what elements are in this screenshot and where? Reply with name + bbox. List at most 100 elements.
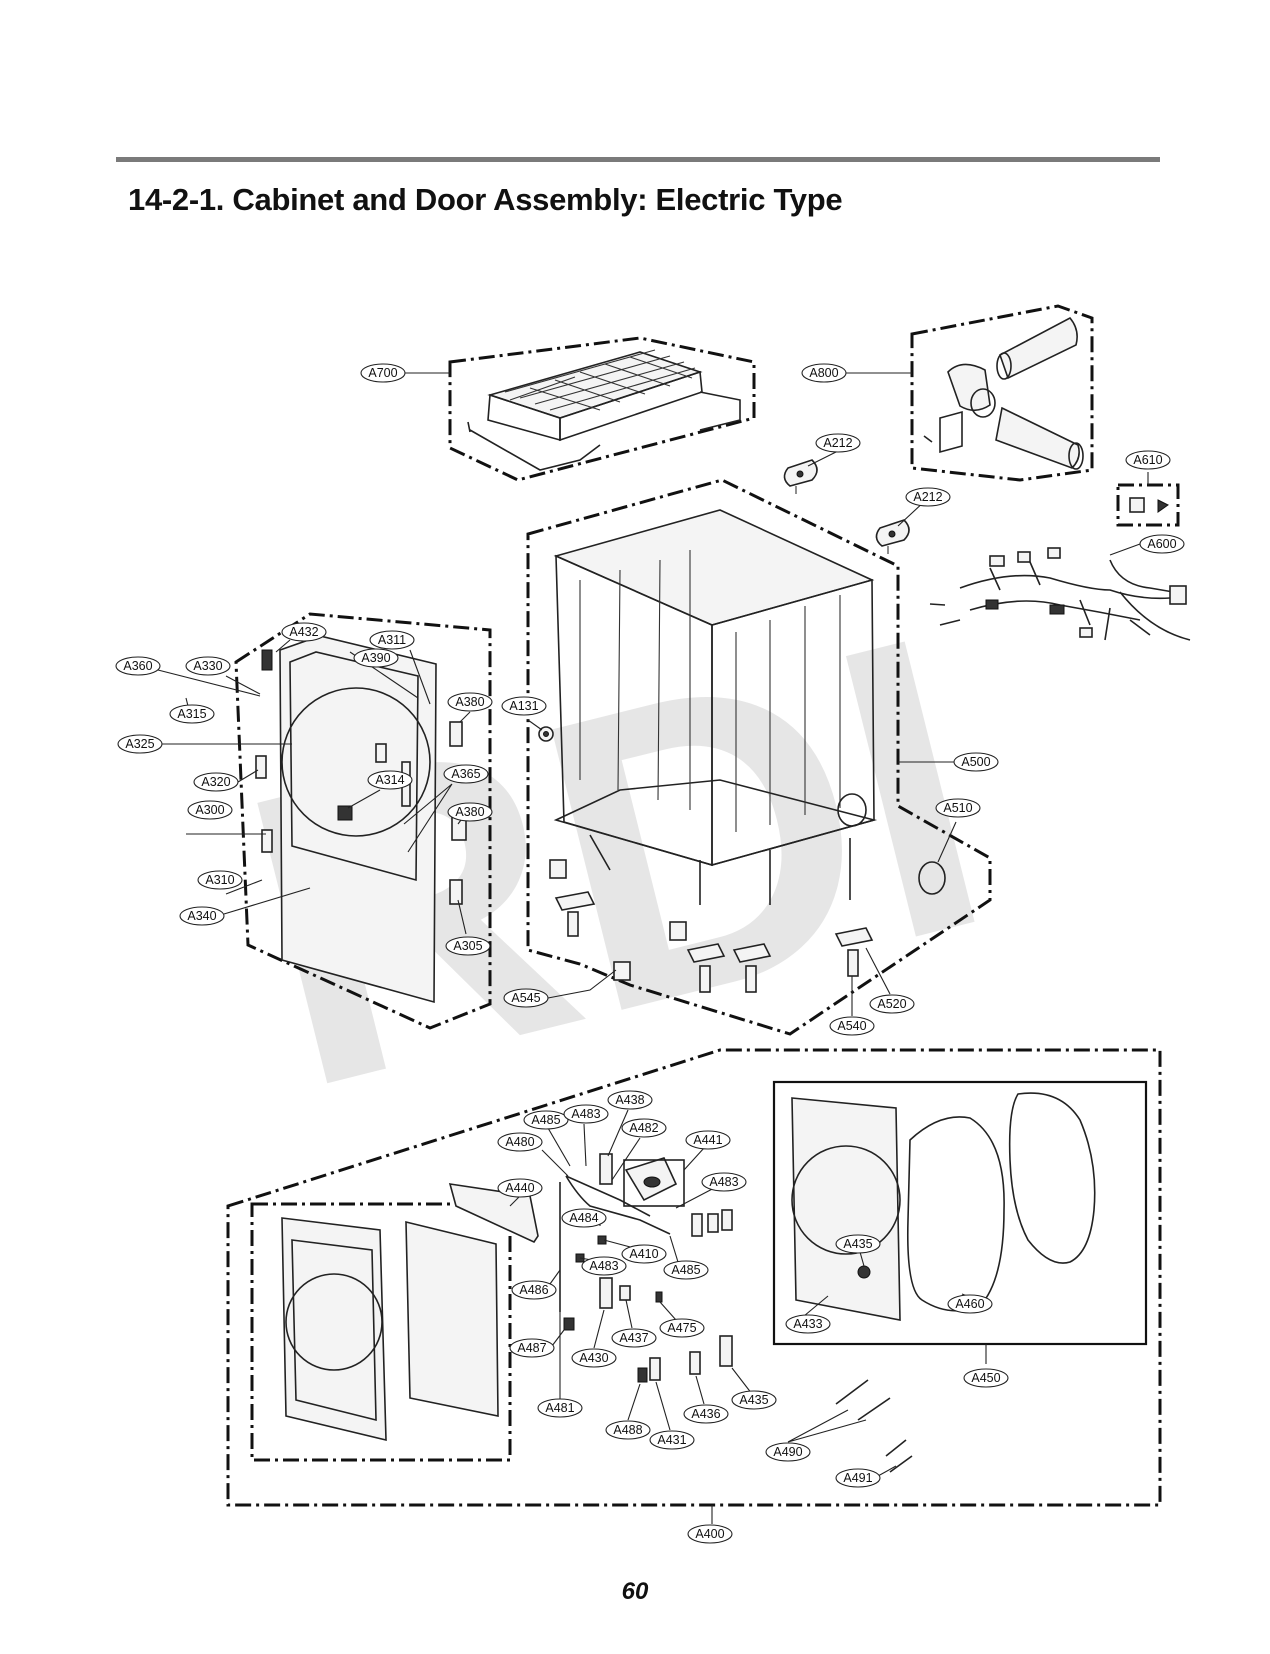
svg-text:A410: A410 bbox=[629, 1247, 658, 1261]
thermostat-part-2 bbox=[875, 519, 910, 554]
leader-a475 bbox=[659, 1301, 677, 1321]
label-a520: A520 bbox=[869, 994, 915, 1014]
svg-text:A450: A450 bbox=[971, 1371, 1000, 1385]
door-frame-inner bbox=[291, 1239, 377, 1422]
label-a311: A311 bbox=[369, 630, 415, 650]
door-gasket-460 bbox=[906, 1116, 1005, 1312]
leader-a510 bbox=[937, 821, 957, 863]
label-a310: A310 bbox=[197, 870, 243, 890]
svg-text:A365: A365 bbox=[451, 767, 480, 781]
svg-text:A483: A483 bbox=[571, 1107, 600, 1121]
leader-a431 bbox=[655, 1381, 671, 1431]
front-panel-switch bbox=[375, 743, 387, 763]
front-panel-frame bbox=[289, 651, 419, 882]
group-a610-outline bbox=[1116, 483, 1180, 527]
label-a438: A438 bbox=[607, 1090, 653, 1110]
door-frame-window bbox=[285, 1273, 383, 1371]
label-a475: A475 bbox=[659, 1318, 705, 1338]
label-a431: A431 bbox=[649, 1430, 695, 1450]
harness-connector-3 bbox=[1047, 547, 1061, 559]
svg-text:A520: A520 bbox=[877, 997, 906, 1011]
door-clip-475 bbox=[655, 1291, 663, 1303]
door-clip-488 bbox=[637, 1367, 648, 1383]
svg-text:A212: A212 bbox=[823, 436, 852, 450]
harness-branch bbox=[929, 559, 1191, 641]
leader-a320 bbox=[237, 769, 259, 783]
front-panel-hinge-3 bbox=[261, 829, 273, 853]
door-clip-431 bbox=[649, 1357, 661, 1381]
duct-elbow bbox=[947, 363, 991, 412]
label-a500: A500 bbox=[953, 752, 999, 772]
svg-text:A300: A300 bbox=[195, 803, 224, 817]
leader-a440 bbox=[509, 1195, 521, 1207]
svg-text:A305: A305 bbox=[453, 939, 482, 953]
part-labels: A700 A800 A212 A212 A610 A600 A432 A311 … bbox=[115, 363, 1185, 1544]
label-a212b: A212 bbox=[905, 487, 951, 507]
svg-text:A485: A485 bbox=[671, 1263, 700, 1277]
svg-text:A500: A500 bbox=[961, 755, 990, 769]
leader-a311 bbox=[409, 649, 431, 705]
front-panel-part bbox=[255, 635, 467, 1004]
door-lock-body bbox=[599, 1153, 613, 1185]
svg-text:A610: A610 bbox=[1133, 453, 1162, 467]
leader-a314 bbox=[347, 789, 381, 809]
label-a481: A481 bbox=[537, 1398, 583, 1418]
leader-a441 bbox=[683, 1147, 705, 1171]
svg-text:A480: A480 bbox=[505, 1135, 534, 1149]
label-a410: A410 bbox=[621, 1244, 667, 1264]
foot-screw-2 bbox=[699, 965, 711, 993]
svg-text:A481: A481 bbox=[545, 1401, 574, 1415]
svg-text:A435: A435 bbox=[739, 1393, 768, 1407]
svg-text:A314: A314 bbox=[375, 773, 404, 787]
svg-text:A482: A482 bbox=[629, 1121, 658, 1135]
leader-a432 bbox=[275, 639, 291, 653]
svg-text:A433: A433 bbox=[793, 1317, 822, 1331]
label-a480: A480 bbox=[497, 1132, 543, 1152]
group-a450-outline bbox=[772, 1080, 1148, 1346]
cabinet-base bbox=[553, 779, 878, 866]
svg-text:A430: A430 bbox=[579, 1351, 608, 1365]
leader-a486 bbox=[549, 1269, 561, 1285]
svg-text:A441: A441 bbox=[693, 1133, 722, 1147]
door-clip-437 bbox=[619, 1285, 631, 1301]
leader-a380a bbox=[459, 711, 471, 723]
label-a487: A487 bbox=[509, 1338, 555, 1358]
thermostat-part-1 bbox=[783, 459, 818, 494]
gasket-ring-part bbox=[918, 861, 946, 895]
thermostat-1-hole bbox=[796, 470, 804, 478]
svg-text:A438: A438 bbox=[615, 1093, 644, 1107]
label-a483c: A483 bbox=[581, 1256, 627, 1276]
door-clip-487 bbox=[563, 1317, 575, 1331]
svg-text:A483: A483 bbox=[589, 1259, 618, 1273]
leader-a485b bbox=[669, 1235, 679, 1263]
door-clip-435 bbox=[719, 1335, 733, 1367]
screw-parts bbox=[835, 1379, 913, 1473]
svg-text:A540: A540 bbox=[837, 1019, 866, 1033]
clip-part bbox=[1129, 497, 1169, 513]
label-a365: A365 bbox=[443, 764, 489, 784]
svg-text:A310: A310 bbox=[205, 873, 234, 887]
label-a600: A600 bbox=[1139, 534, 1185, 554]
label-a441: A441 bbox=[685, 1130, 731, 1150]
svg-text:A212: A212 bbox=[913, 490, 942, 504]
harness-connector-4 bbox=[985, 599, 999, 610]
duct-pipe-upper bbox=[999, 316, 1078, 380]
leader-a340 bbox=[223, 887, 311, 915]
foot-plate-4 bbox=[834, 927, 874, 947]
page-title: 14-2-1. Cabinet and Door Assembly: Elect… bbox=[128, 182, 843, 217]
label-a305: A305 bbox=[445, 936, 491, 956]
foot-plate-3 bbox=[732, 943, 772, 963]
svg-text:A400: A400 bbox=[695, 1527, 724, 1541]
group-a700-outline bbox=[448, 336, 756, 482]
svg-text:A475: A475 bbox=[667, 1321, 696, 1335]
svg-text:A380: A380 bbox=[455, 695, 484, 709]
leader-a545 bbox=[547, 969, 617, 999]
inner-door-circle bbox=[791, 1145, 901, 1255]
label-a390: A390 bbox=[353, 648, 399, 668]
group-door-a400-outline bbox=[226, 1048, 1162, 1507]
label-a325: A325 bbox=[117, 734, 163, 754]
label-a484: A484 bbox=[561, 1208, 607, 1228]
svg-text:A435: A435 bbox=[843, 1237, 872, 1251]
label-a380a: A380 bbox=[447, 692, 493, 712]
leader-a437 bbox=[625, 1299, 633, 1329]
